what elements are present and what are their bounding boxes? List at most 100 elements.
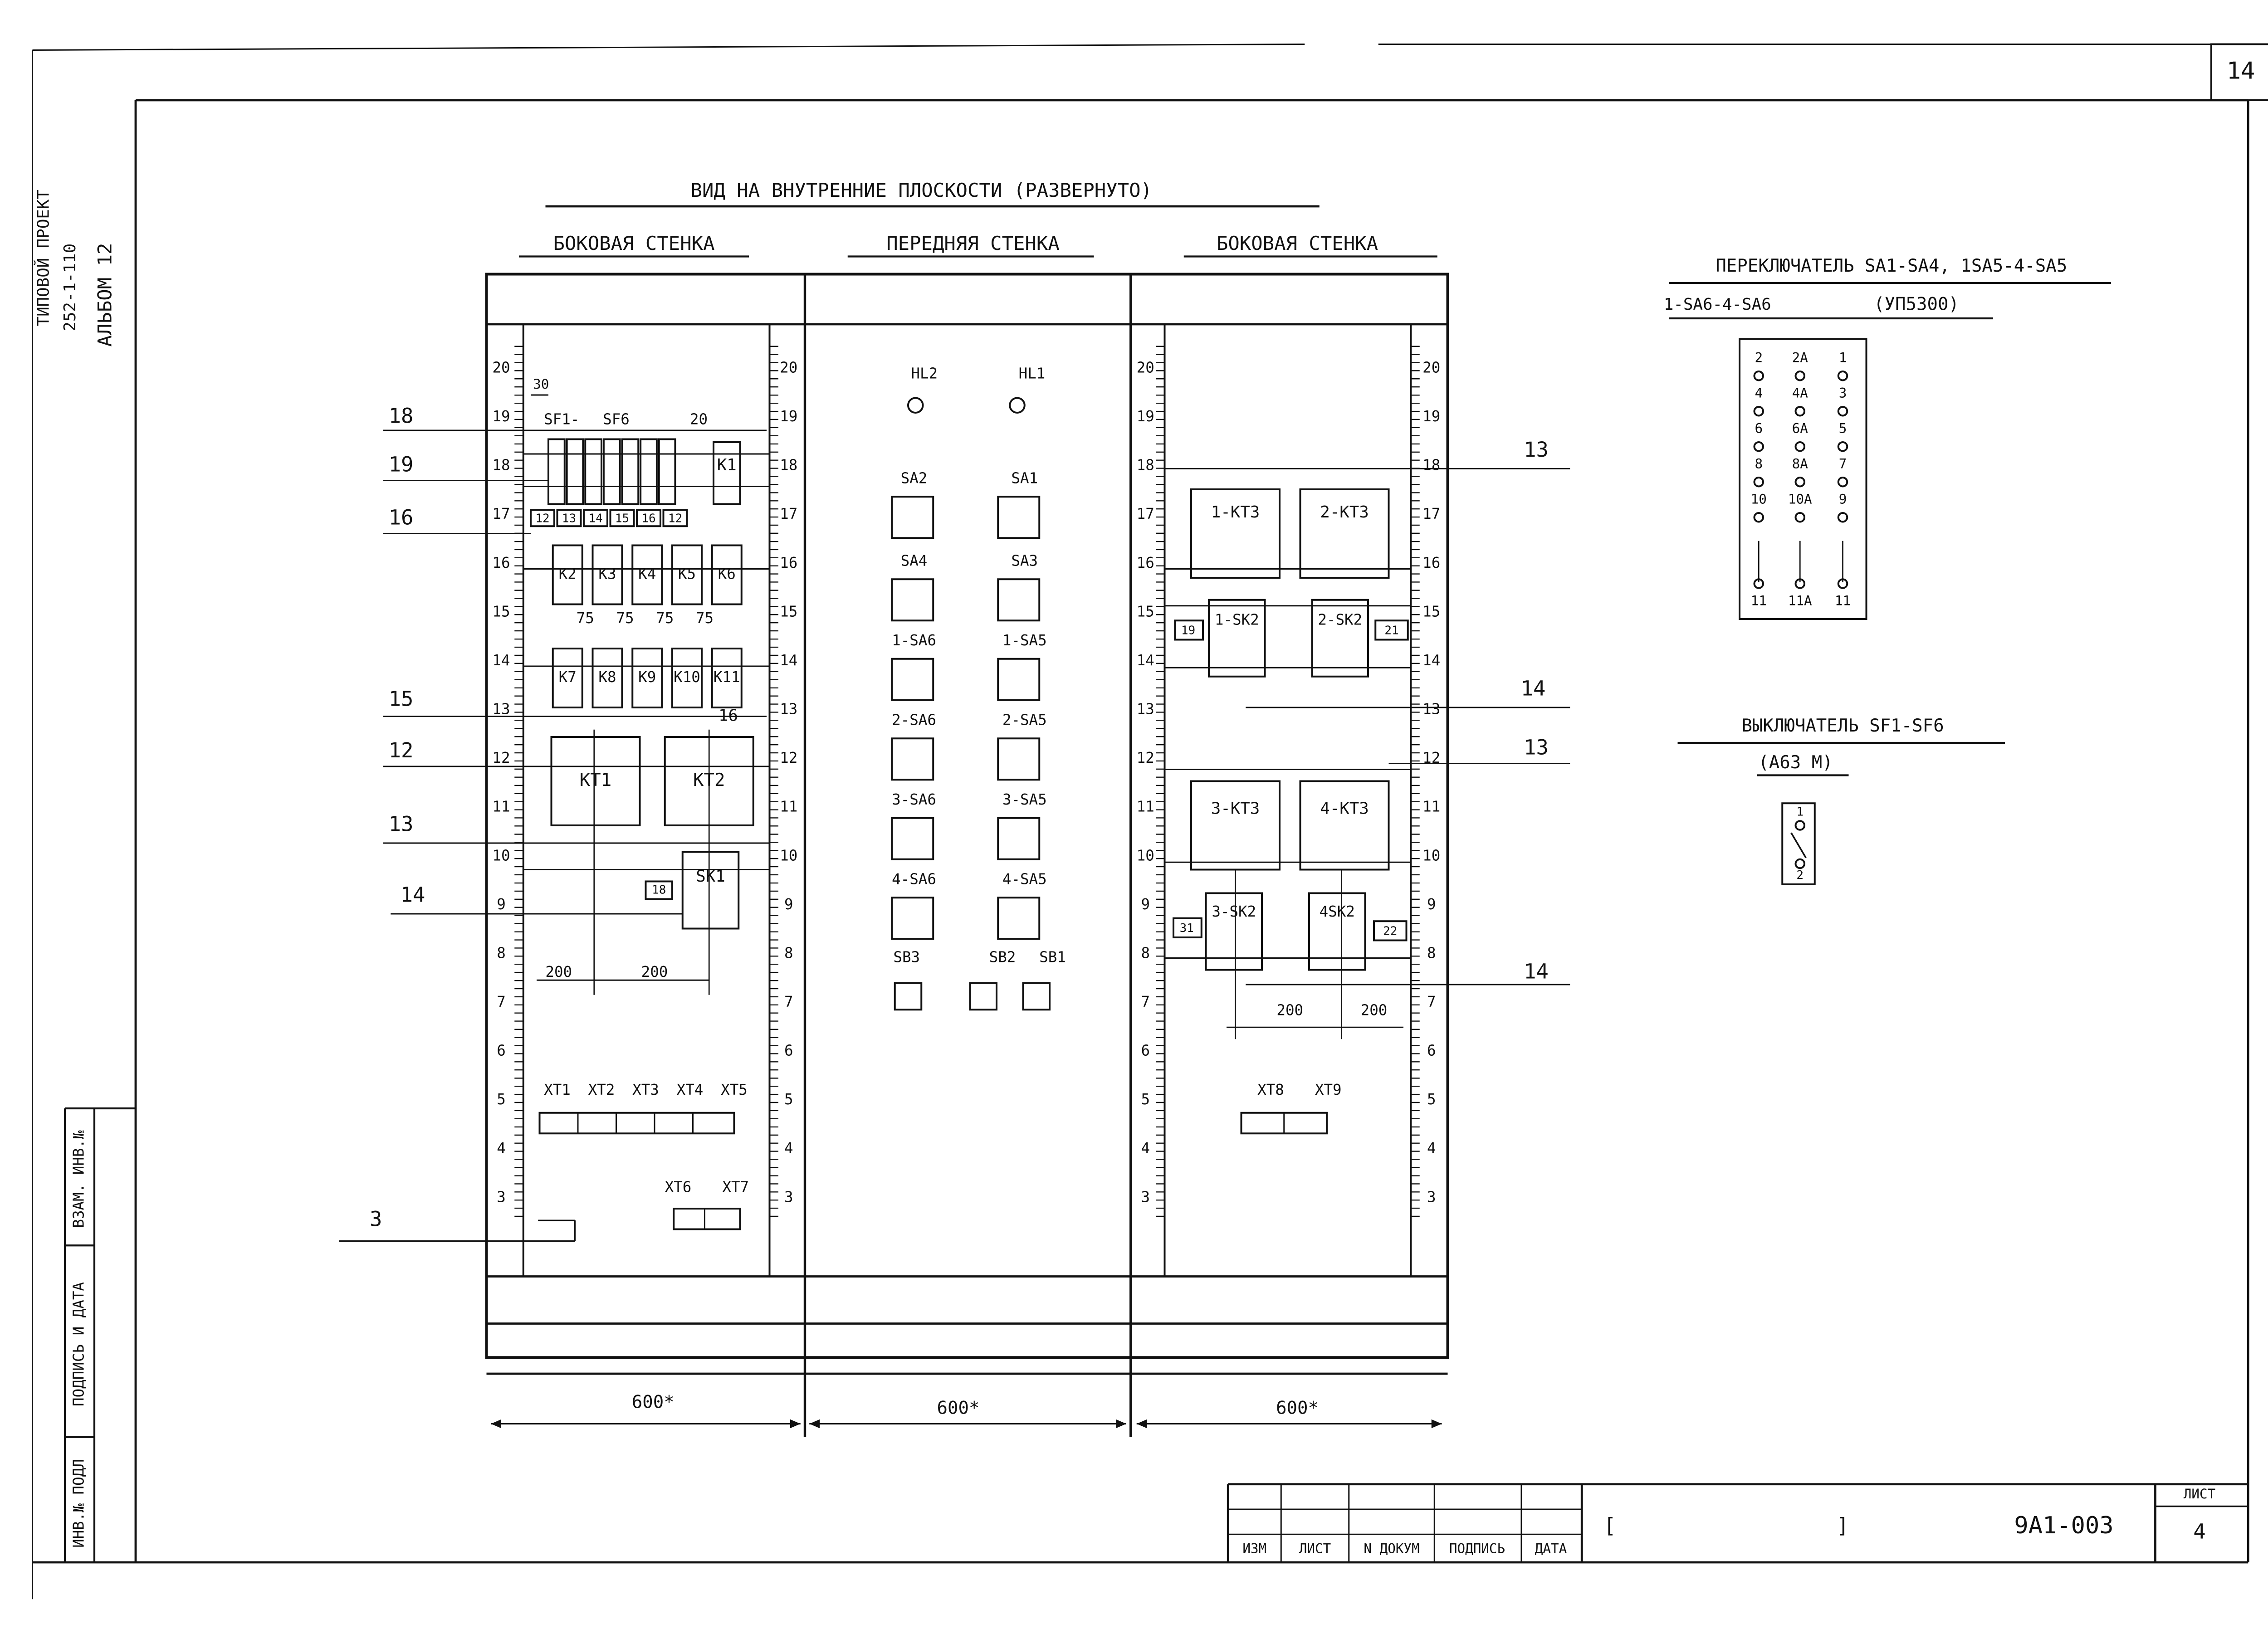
tag-21	[1374, 619, 1409, 641]
tag-22-num: 22	[1383, 925, 1397, 938]
terminal-label-xt6: XT6	[665, 1179, 692, 1196]
breaker-number: 14	[588, 512, 602, 526]
switch-contact-number: 4А	[1792, 385, 1809, 400]
scale-number: 15	[1422, 603, 1440, 620]
frame-top-left-edge	[32, 44, 1305, 51]
switch-contact-number: 2А	[1792, 350, 1809, 365]
tag-22	[1373, 920, 1408, 941]
scale-number: 11	[1137, 798, 1154, 815]
scale-number: 15	[1137, 603, 1154, 620]
selector-switch-left	[891, 658, 934, 701]
terminal-label-xt7: XT7	[722, 1179, 749, 1196]
dim-arrow	[1431, 1419, 1442, 1429]
sk1-tag	[645, 880, 673, 900]
breaker-sf3	[584, 438, 602, 505]
relay-label: K10	[674, 668, 700, 686]
button-sb2	[969, 982, 997, 1011]
selector-switch-left	[891, 578, 934, 622]
switch-legend-title: ПЕРЕКЛЮЧАТЕЛЬ SA1-SA4, 1SA5-4-SA5	[1716, 256, 2067, 276]
scale-number: 6	[1141, 1042, 1150, 1059]
switch-contact	[1794, 441, 1805, 452]
relay-k2	[552, 544, 583, 605]
dim-200-a: 200	[545, 963, 572, 980]
breaker-number: 15	[615, 512, 629, 526]
scale-number: 7	[1427, 993, 1436, 1010]
scale-number: 19	[492, 408, 510, 425]
switch-contact-number: 10	[1751, 491, 1767, 507]
side-stamp-1: ТИПОВОЙ ПРОЕКТ	[34, 190, 53, 326]
callout-12: 12	[389, 738, 414, 762]
side-stamp-3: АЛЬБОМ 12	[94, 243, 116, 347]
mounting-rail-1	[485, 323, 524, 1278]
breaker-number: 16	[641, 512, 655, 526]
relay-k7	[552, 648, 583, 708]
scale-number: 4	[784, 1140, 793, 1157]
title-block-header: N ДОКУМ	[1364, 1541, 1419, 1556]
scale-number: 7	[497, 993, 506, 1010]
selector-label-right: SA3	[1011, 552, 1038, 569]
selector-switch-right	[997, 737, 1041, 781]
selector-label-right: 3-SA5	[1002, 791, 1047, 808]
breaker-number: 13	[562, 512, 576, 526]
switch-contact	[1753, 578, 1764, 589]
scale-number: 18	[1422, 457, 1440, 474]
switch-contact-number: 3	[1839, 385, 1847, 400]
selector-switch-right	[997, 817, 1041, 860]
button-sb1-label: SB1	[1039, 949, 1066, 966]
switch-contact-number: 1	[1839, 350, 1847, 365]
mounting-rail-4	[1410, 323, 1449, 1278]
timer-kt1	[550, 736, 641, 826]
switch-contact	[1837, 371, 1848, 381]
terminal-label: XT2	[588, 1081, 615, 1098]
timer-1kt3-label: 1-KT3	[1211, 503, 1260, 522]
scale-number: 7	[1141, 993, 1150, 1010]
relay-label: K5	[678, 566, 696, 583]
scale-number: 17	[1422, 505, 1440, 522]
scale-number: 20	[780, 359, 797, 376]
breaker-sf7	[658, 438, 676, 505]
switch-contact	[1753, 512, 1764, 523]
gap-label: 75	[616, 610, 634, 627]
terminal-block-xt1-xt5	[538, 1112, 735, 1135]
corner-box	[2210, 43, 2268, 101]
scale-number: 13	[780, 701, 797, 718]
switch-contact-box	[1739, 338, 1867, 620]
scale-number: 20	[1422, 359, 1440, 376]
selector-label-left: 3-SA6	[892, 791, 936, 808]
selector-label-left: 2-SA6	[892, 711, 936, 728]
scale-number: 9	[497, 896, 506, 913]
scale-number: 16	[492, 554, 510, 571]
scale-number: 16	[780, 554, 797, 571]
breaker-number-box	[636, 509, 661, 527]
side-col-inv2: ВЗАМ. ИНВ.№	[70, 1130, 88, 1228]
terminal-xt8-label: XT8	[1257, 1081, 1284, 1098]
scale-number: 10	[780, 847, 797, 864]
terminal-label: XT1	[544, 1081, 571, 1098]
title-block-header: ИЗМ	[1242, 1541, 1266, 1556]
timer-2kt3	[1299, 488, 1390, 579]
dim-200-r-b: 200	[1361, 1002, 1388, 1019]
scale-number: 18	[1137, 457, 1154, 474]
selector-label-left: SA4	[901, 552, 928, 569]
relay-label: K9	[638, 668, 656, 686]
callout-r14b: 14	[1524, 960, 1549, 984]
front-wall-title: ПЕРЕДНЯЯ СТЕНКА	[886, 232, 1060, 254]
sheet-label: ЛИСТ	[2184, 1486, 2215, 1502]
callout-15: 15	[389, 687, 414, 711]
width-left-label: 600*	[632, 1392, 675, 1413]
relay-label: K2	[559, 566, 577, 583]
selector-switch-left	[891, 496, 934, 539]
breaker-sf4	[602, 438, 621, 505]
mounting-rail-3	[1129, 323, 1166, 1278]
bracket-open: [	[1603, 1514, 1616, 1538]
scale-number: 12	[780, 749, 797, 766]
sk-2sk2	[1311, 599, 1369, 678]
switch-contact	[1837, 578, 1848, 589]
timer-1kt3	[1190, 488, 1281, 579]
terminal-label: XT4	[677, 1081, 704, 1098]
callout-18: 18	[389, 404, 414, 428]
breaker-symbol-box	[1781, 802, 1816, 885]
switch-contact-number: 8	[1755, 456, 1763, 471]
switch-contact-number: 8А	[1792, 456, 1809, 471]
breaker-pin-2: 2	[1796, 868, 1804, 882]
